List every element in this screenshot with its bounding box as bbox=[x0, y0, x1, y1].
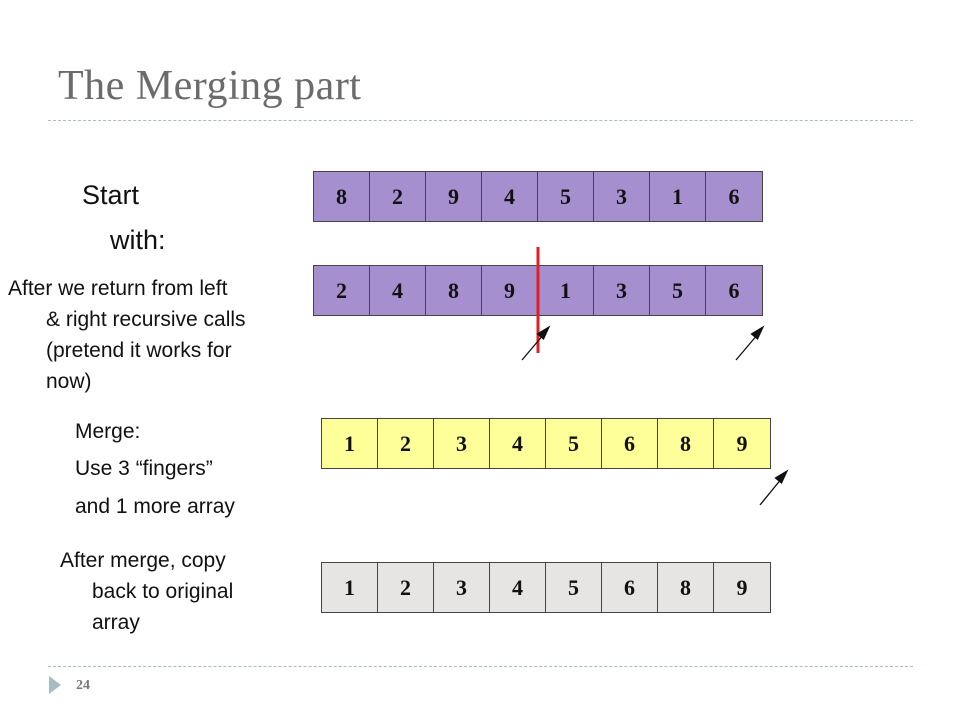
array-cell: 4 bbox=[490, 419, 546, 468]
array-cell: 1 bbox=[322, 563, 378, 612]
array-cell: 2 bbox=[378, 419, 434, 468]
merge-label: Merge: bbox=[75, 420, 141, 443]
array-cell: 9 bbox=[714, 563, 770, 612]
left-finger-arrow bbox=[521, 325, 551, 361]
array-cell: 4 bbox=[370, 266, 426, 315]
array-cell: 3 bbox=[434, 563, 490, 612]
array-cell: 8 bbox=[314, 172, 370, 221]
array-cell: 3 bbox=[594, 172, 650, 221]
array-cell: 6 bbox=[602, 563, 658, 612]
array-cell: 1 bbox=[538, 266, 594, 315]
array-cell: 9 bbox=[426, 172, 482, 221]
array-cell: 2 bbox=[378, 563, 434, 612]
after-merge-line1: After merge, copy bbox=[60, 549, 226, 572]
array-cell: 1 bbox=[650, 172, 706, 221]
array-cell: 8 bbox=[658, 563, 714, 612]
merged-finger-arrow bbox=[759, 469, 789, 506]
after-return-line4: now) bbox=[46, 370, 92, 393]
array-cell: 8 bbox=[426, 266, 482, 315]
start-label-line1: Start bbox=[82, 180, 140, 210]
copied-array: 1 2 3 4 5 6 8 9 bbox=[321, 562, 771, 613]
array-cell: 4 bbox=[490, 563, 546, 612]
array-cell: 2 bbox=[314, 266, 370, 315]
array-cell: 3 bbox=[594, 266, 650, 315]
array-cell: 1 bbox=[322, 419, 378, 468]
array-cell: 8 bbox=[658, 419, 714, 468]
right-finger-arrow bbox=[735, 325, 765, 361]
after-return-array: 2 4 8 9 1 3 5 6 bbox=[313, 265, 763, 316]
array-cell: 5 bbox=[546, 563, 602, 612]
merged-array: 1 2 3 4 5 6 8 9 bbox=[321, 418, 771, 469]
array-cell: 9 bbox=[482, 266, 538, 315]
after-return-line3: (pretend it works for bbox=[46, 339, 232, 362]
array-cell: 2 bbox=[370, 172, 426, 221]
footer-triangle-icon bbox=[49, 676, 61, 694]
after-return-line2: & right recursive calls bbox=[46, 308, 246, 331]
after-return-line1: After we return from left bbox=[8, 277, 228, 300]
start-label-line2: with: bbox=[110, 225, 166, 255]
array-cell: 3 bbox=[434, 419, 490, 468]
array-cell: 9 bbox=[714, 419, 770, 468]
array-cell: 5 bbox=[650, 266, 706, 315]
array-cell: 5 bbox=[538, 172, 594, 221]
page-number: 24 bbox=[76, 678, 90, 693]
array-cell: 6 bbox=[706, 266, 762, 315]
after-merge-line3: array bbox=[92, 611, 140, 634]
fingers-label: Use 3 “fingers” bbox=[75, 457, 213, 480]
after-merge-line2: back to original bbox=[92, 580, 234, 603]
start-array: 8 2 9 4 5 3 1 6 bbox=[313, 171, 763, 222]
more-array-label: and 1 more array bbox=[75, 495, 235, 518]
footer-divider bbox=[48, 666, 913, 667]
slide-title: The Merging part bbox=[58, 63, 362, 109]
array-cell: 6 bbox=[602, 419, 658, 468]
array-cell: 5 bbox=[546, 419, 602, 468]
array-cell: 4 bbox=[482, 172, 538, 221]
array-cell: 6 bbox=[706, 172, 762, 221]
title-divider bbox=[48, 120, 913, 121]
